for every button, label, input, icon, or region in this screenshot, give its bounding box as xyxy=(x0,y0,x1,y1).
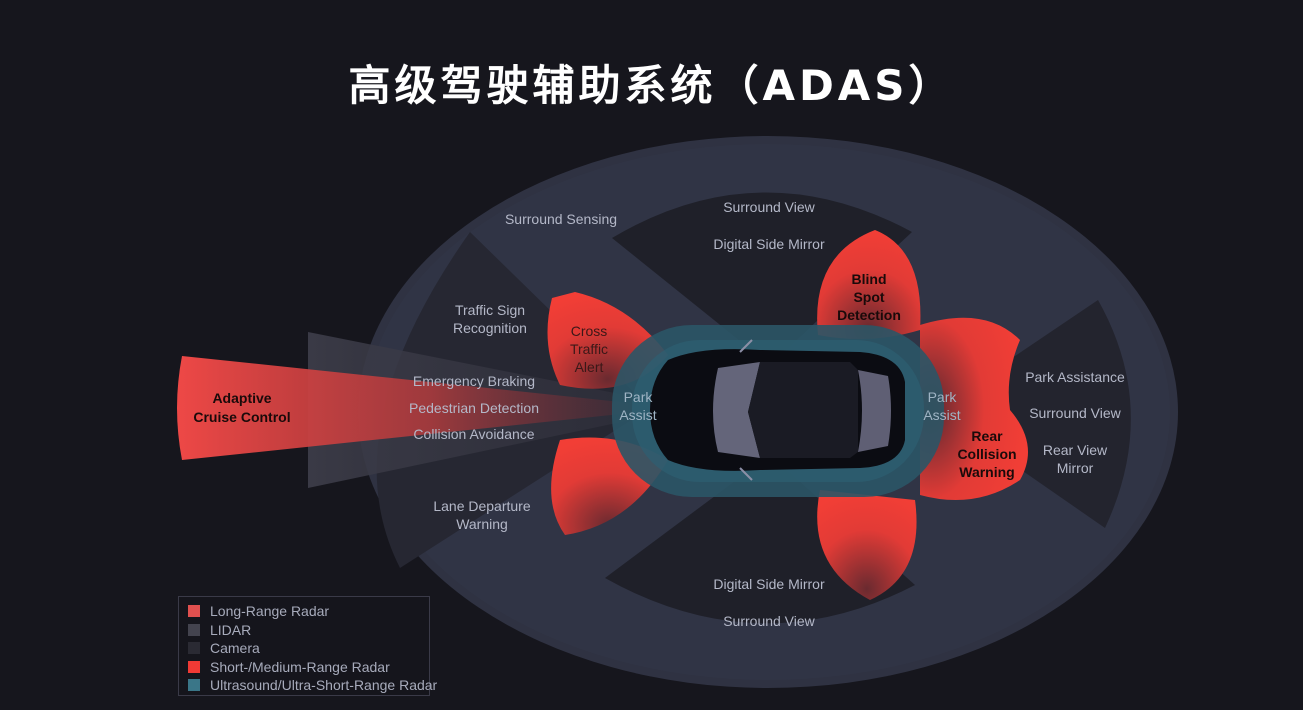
label-park-assist-rear-2: Assist xyxy=(923,407,960,423)
label-blind-spot-2: Spot xyxy=(853,289,884,305)
legend-swatch xyxy=(188,679,200,692)
legend-label: Ultrasound/Ultra-Short-Range Radar xyxy=(210,677,438,694)
label-traffic-sign-2: Recognition xyxy=(453,320,527,336)
label-pedestrian-detection: Pedestrian Detection xyxy=(409,400,539,416)
label-rear-collision-2: Collision xyxy=(957,446,1016,462)
legend-swatch xyxy=(188,642,200,655)
label-cross-traffic-3: Alert xyxy=(575,359,604,375)
label-emergency-braking: Emergency Braking xyxy=(413,373,535,389)
label-blind-spot-3: Detection xyxy=(837,307,901,323)
legend-label: LIDAR xyxy=(210,621,252,638)
label-digital-side-mirror-top: Digital Side Mirror xyxy=(713,236,825,252)
label-rear-view-mirror-1: Rear View xyxy=(1043,442,1108,458)
label-lane-departure-1: Lane Departure xyxy=(433,498,531,514)
label-traffic-sign-1: Traffic Sign xyxy=(455,302,525,318)
label-rear-collision-3: Warning xyxy=(959,464,1014,480)
camera-sector-rear-right xyxy=(935,300,1131,528)
page-title: 高级驾驶辅助系统（ADAS） xyxy=(348,61,955,110)
label-surround-sensing: Surround Sensing xyxy=(505,211,617,227)
legend-item-long-range-radar: Long-Range Radar xyxy=(188,602,420,621)
legend-item-short-medium-range-radar: Short-/Medium-Range Radar xyxy=(188,658,420,677)
legend-item-camera: Camera xyxy=(188,639,420,658)
label-park-assist-front-2: Assist xyxy=(619,407,656,423)
label-adaptive-cruise-1: Adaptive xyxy=(212,390,271,406)
camera-sector-top xyxy=(612,192,912,365)
label-rear-collision-1: Rear xyxy=(971,428,1003,444)
long-range-radar-beam xyxy=(177,356,640,460)
legend-item-ultrasound: Ultrasound/Ultra-Short-Range Radar xyxy=(188,676,437,695)
label-park-assist-front-1: Park xyxy=(624,389,654,405)
car-top-view xyxy=(650,339,905,481)
label-lane-departure-2: Warning xyxy=(456,516,508,532)
blind-spot-radar-lobe xyxy=(817,230,921,339)
rear-side-radar-lobe xyxy=(817,490,917,600)
label-surround-view-bottom: Surround View xyxy=(723,613,815,629)
label-cross-traffic-1: Cross xyxy=(571,323,608,339)
legend-swatch xyxy=(188,605,200,618)
legend-label: Short-/Medium-Range Radar xyxy=(210,658,390,675)
label-rear-view-mirror-2: Mirror xyxy=(1057,460,1094,476)
label-surround-view-top: Surround View xyxy=(723,199,815,215)
label-cross-traffic-2: Traffic xyxy=(570,341,608,357)
legend-item-lidar: LIDAR xyxy=(188,621,420,640)
legend-swatch xyxy=(188,660,200,673)
label-park-assist-rear-1: Park xyxy=(928,389,958,405)
label-park-assistance: Park Assistance xyxy=(1025,369,1125,385)
legend-label: Long-Range Radar xyxy=(210,603,330,620)
camera-sector-bottom xyxy=(605,455,915,624)
label-collision-avoidance: Collision Avoidance xyxy=(413,426,534,442)
label-blind-spot-1: Blind xyxy=(852,271,887,287)
label-surround-view-right: Surround View xyxy=(1029,405,1121,421)
label-adaptive-cruise-2: Cruise Control xyxy=(193,409,290,425)
legend-swatch xyxy=(188,623,200,636)
legend: Long-Range Radar LIDAR Camera Short-/Med… xyxy=(178,596,437,696)
label-digital-side-mirror-bottom: Digital Side Mirror xyxy=(713,576,825,592)
legend-label: Camera xyxy=(210,640,260,657)
rear-collision-radar-lobe xyxy=(920,317,1028,500)
